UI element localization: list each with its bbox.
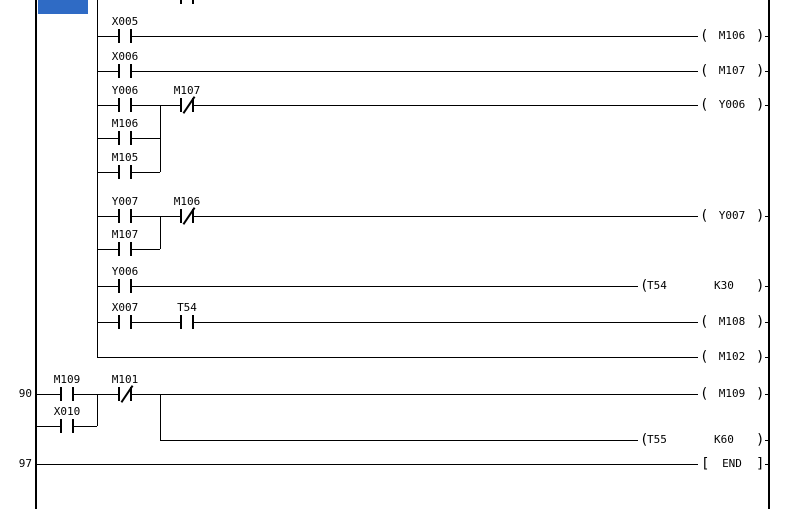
contact-label-y006: Y006 xyxy=(111,265,139,278)
wire-vertical xyxy=(97,0,98,357)
left-power-rail xyxy=(35,0,37,509)
coil-device-label: M106 xyxy=(718,29,746,42)
contact-no-t54[interactable] xyxy=(180,315,194,329)
step-number-97: 97 xyxy=(18,457,32,470)
wire-horizontal xyxy=(97,286,768,287)
wire-horizontal xyxy=(97,105,768,106)
right-power-rail xyxy=(768,0,770,509)
contact-label-x006: X006 xyxy=(111,50,139,63)
clipped-rung-artifact xyxy=(192,0,194,4)
wire-horizontal xyxy=(97,322,768,323)
coil-close-arc: ) xyxy=(756,97,765,113)
timer-value-label: K60 xyxy=(714,433,734,446)
wire-horizontal xyxy=(160,440,768,441)
coil-y007[interactable]: ( Y007) xyxy=(698,208,765,224)
bracket-close-icon: ] xyxy=(756,456,765,472)
timer-coil-t55[interactable]: (T55 K60) xyxy=(638,432,765,448)
coil-close-arc: ) xyxy=(756,28,765,44)
bracket-open-icon: [ xyxy=(701,456,710,472)
contact-label-m106: M106 xyxy=(173,195,201,208)
wire-horizontal xyxy=(35,464,768,465)
contact-label-t54: T54 xyxy=(177,301,197,314)
nc-slash-icon xyxy=(120,385,134,403)
coil-close-arc: ) xyxy=(756,63,765,79)
contact-no-y007[interactable] xyxy=(118,209,132,223)
timer-coil-t54[interactable]: (T54 K30) xyxy=(638,278,765,294)
coil-open-arc: ( xyxy=(700,97,709,113)
coil-m107[interactable]: ( M107) xyxy=(698,63,765,79)
coil-close-arc: ) xyxy=(756,278,765,294)
coil-device-label: M109 xyxy=(718,387,746,400)
contact-label-m101: M101 xyxy=(111,373,139,386)
step-number-90: 90 xyxy=(18,387,32,400)
coil-device-label: T55 xyxy=(647,433,667,446)
end-label: END xyxy=(722,457,742,470)
contact-no-y006[interactable] xyxy=(118,279,132,293)
coil-device-label: Y007 xyxy=(718,209,746,222)
contact-label-y006: Y006 xyxy=(111,84,139,97)
contact-label-x007: X007 xyxy=(111,301,139,314)
contact-nc-m106[interactable] xyxy=(180,207,196,225)
coil-device-label: Y006 xyxy=(718,98,746,111)
wire-vertical xyxy=(160,216,161,249)
wire-vertical xyxy=(160,394,161,440)
contact-no-m105[interactable] xyxy=(118,165,132,179)
coil-open-arc: ( xyxy=(700,63,709,79)
coil-close-arc: ) xyxy=(756,349,765,365)
contact-label-x010: X010 xyxy=(53,405,81,418)
contact-no-y006[interactable] xyxy=(118,98,132,112)
contact-label-m105: M105 xyxy=(111,151,139,164)
wire-vertical xyxy=(97,394,98,426)
contact-no-m106[interactable] xyxy=(118,131,132,145)
coil-open-arc: ( xyxy=(700,208,709,224)
coil-device-label: M107 xyxy=(718,64,746,77)
wire-horizontal xyxy=(97,216,768,217)
wire-horizontal xyxy=(97,36,768,37)
contact-label-x005: X005 xyxy=(111,15,139,28)
coil-open-arc: ( xyxy=(700,314,709,330)
wire-horizontal xyxy=(35,394,768,395)
contact-no-x006[interactable] xyxy=(118,64,132,78)
contact-no-x010[interactable] xyxy=(60,419,74,433)
wire-horizontal xyxy=(97,71,768,72)
contact-label-m106: M106 xyxy=(111,117,139,130)
nc-slash-icon xyxy=(182,207,196,225)
coil-open-arc: ( xyxy=(640,432,649,448)
contact-label-m107: M107 xyxy=(111,228,139,241)
wire-horizontal xyxy=(97,357,768,358)
contact-label-m109: M109 xyxy=(53,373,81,386)
end-instruction[interactable]: [ END] xyxy=(698,456,765,472)
coil-m108[interactable]: ( M108) xyxy=(698,314,765,330)
contact-nc-m107[interactable] xyxy=(180,96,196,114)
coil-close-arc: ) xyxy=(756,386,765,402)
coil-m102[interactable]: ( M102) xyxy=(698,349,765,365)
coil-device-label: M102 xyxy=(718,350,746,363)
coil-close-arc: ) xyxy=(756,208,765,224)
coil-open-arc: ( xyxy=(700,386,709,402)
contact-no-x005[interactable] xyxy=(118,29,132,43)
nc-slash-icon xyxy=(182,96,196,114)
coil-open-arc: ( xyxy=(640,278,649,294)
coil-device-label: M108 xyxy=(718,315,746,328)
contact-no-x007[interactable] xyxy=(118,315,132,329)
contact-label-m107: M107 xyxy=(173,84,201,97)
contact-nc-m101[interactable] xyxy=(118,385,134,403)
timer-value-label: K30 xyxy=(714,279,734,292)
wire-vertical xyxy=(160,105,161,172)
clipped-rung-artifact xyxy=(180,0,182,4)
coil-y006[interactable]: ( Y006) xyxy=(698,97,765,113)
coil-open-arc: ( xyxy=(700,349,709,365)
contact-no-m107[interactable] xyxy=(118,242,132,256)
coil-open-arc: ( xyxy=(700,28,709,44)
coil-device-label: T54 xyxy=(647,279,667,292)
coil-close-arc: ) xyxy=(756,314,765,330)
edit-cursor[interactable] xyxy=(38,0,88,14)
contact-label-y007: Y007 xyxy=(111,195,139,208)
coil-m109[interactable]: ( M109) xyxy=(698,386,765,402)
coil-close-arc: ) xyxy=(756,432,765,448)
coil-m106[interactable]: ( M106) xyxy=(698,28,765,44)
contact-no-m109[interactable] xyxy=(60,387,74,401)
